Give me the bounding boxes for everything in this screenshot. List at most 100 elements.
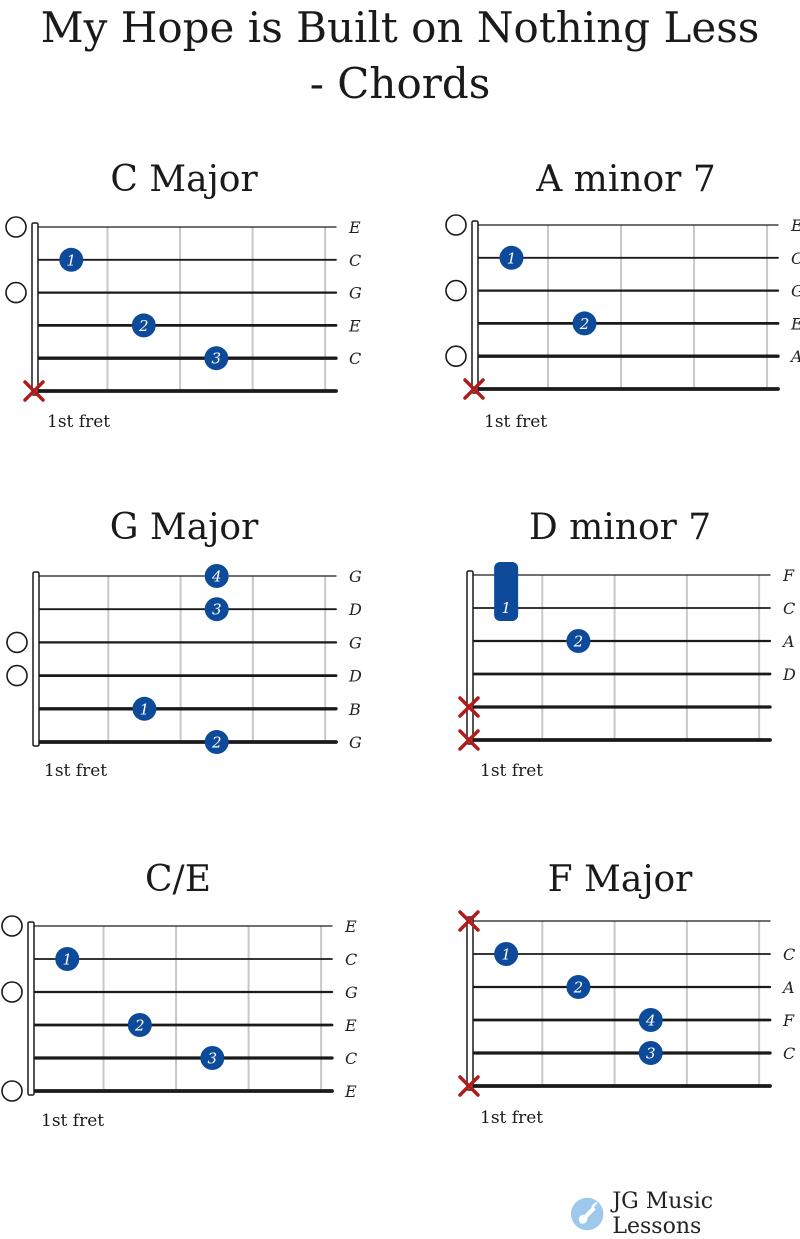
barre-marker [494,562,519,621]
finger-number: 2 [138,317,149,335]
finger-dot [572,311,597,336]
nut [466,570,474,745]
open-string-circle-icon [5,281,27,304]
open-string-circle-icon [6,664,28,687]
nut [32,571,40,747]
chord-name-f-major: F Major [547,859,693,900]
brand-name: JG Music Lessons [612,1189,714,1239]
chord-diagram-1: ECGEA12 [445,214,800,400]
open-string-circle-icon [445,345,467,368]
title-line-1: My Hope is Built on Nothing Less [40,3,760,52]
string-name: E [344,917,357,936]
chord-name-d-minor-7: D minor 7 [528,507,712,548]
chord-name-g-major: G Major [109,507,259,548]
finger-number: 1 [66,251,76,269]
string-name: C [783,945,795,964]
finger-number: 1 [501,599,511,617]
finger-number: 1 [140,700,150,718]
finger-dot [132,696,157,721]
nut [31,222,39,396]
string-name: A [781,978,795,997]
chord-name-c-major: C Major [110,159,258,200]
open-string-circle-icon [1,915,23,937]
string-name: D [348,667,362,686]
chord-name-c-slash-e: C/E [145,859,211,900]
string-name: E [790,216,800,235]
finger-number: 3 [212,350,222,368]
finger-number: 3 [212,601,222,619]
finger-number: 2 [579,315,590,333]
nut [471,220,479,394]
string-name: E [348,218,361,237]
fret-label-c-slash-e: 1st fret [41,1111,105,1131]
chord-name-a-minor-7: A minor 7 [536,159,716,200]
fret-label-g-major: 1st fret [44,761,108,781]
finger-dot [566,975,591,999]
finger-number: 2 [134,1017,145,1035]
finger-dot [200,1046,225,1070]
open-string-circle-icon [1,1080,23,1102]
string-name: D [348,600,362,619]
finger-dot [566,629,591,653]
string-name: G [349,284,362,303]
finger-number: 3 [646,1045,656,1063]
finger-dot [499,245,524,270]
string-name: G [349,567,362,586]
string-name: A [781,632,795,651]
finger-number: 3 [208,1050,218,1068]
nut [27,921,35,1096]
finger-number: 2 [573,633,584,651]
finger-number: 1 [501,946,511,964]
finger-dot [204,597,229,622]
string-name: C [349,251,361,270]
muted-string-x-icon [458,696,480,718]
string-name: C [349,349,361,368]
string-name: G [791,282,800,301]
title-line-2: - Chords [309,59,491,108]
fret-label-f-major: 1st fret [480,1108,544,1128]
fret-label-c-major: 1st fret [47,412,111,432]
open-string-circle-icon [1,981,23,1003]
finger-dot [127,1013,152,1037]
string-name: A [789,347,800,366]
finger-dot [204,346,229,371]
string-name: G [345,983,358,1002]
muted-string-x-icon [23,380,45,402]
muted-string-x-icon [458,910,480,932]
finger-dot [131,313,156,338]
string-name: D [782,665,796,684]
fret-label-d-minor-7: 1st fret [480,761,544,781]
string-name: F [782,566,795,585]
string-name: C [783,599,795,618]
finger-number: 2 [211,734,222,752]
guitar-logo-icon [570,1197,604,1231]
finger-dot [494,942,519,966]
finger-number: 4 [645,1012,656,1030]
finger-dot [204,564,229,588]
nut [466,916,474,1091]
string-name: B [348,700,361,719]
fret-label-a-minor-7: 1st fret [484,412,548,432]
string-name: C [345,950,357,969]
string-name: C [783,1044,795,1063]
string-name: G [349,733,362,752]
finger-number: 2 [573,979,584,997]
string-name: G [349,633,362,652]
open-string-circle-icon [445,279,467,302]
string-name: F [782,1011,795,1030]
string-name: E [790,314,800,333]
open-string-circle-icon [445,214,467,236]
finger-dot [55,947,80,971]
muted-string-x-icon [458,1075,480,1097]
brand-footer: JG Music Lessons [570,1189,800,1239]
open-string-circle-icon [6,631,28,654]
open-string-circle-icon [5,216,27,238]
string-name: C [791,249,800,268]
finger-dot [59,247,84,272]
